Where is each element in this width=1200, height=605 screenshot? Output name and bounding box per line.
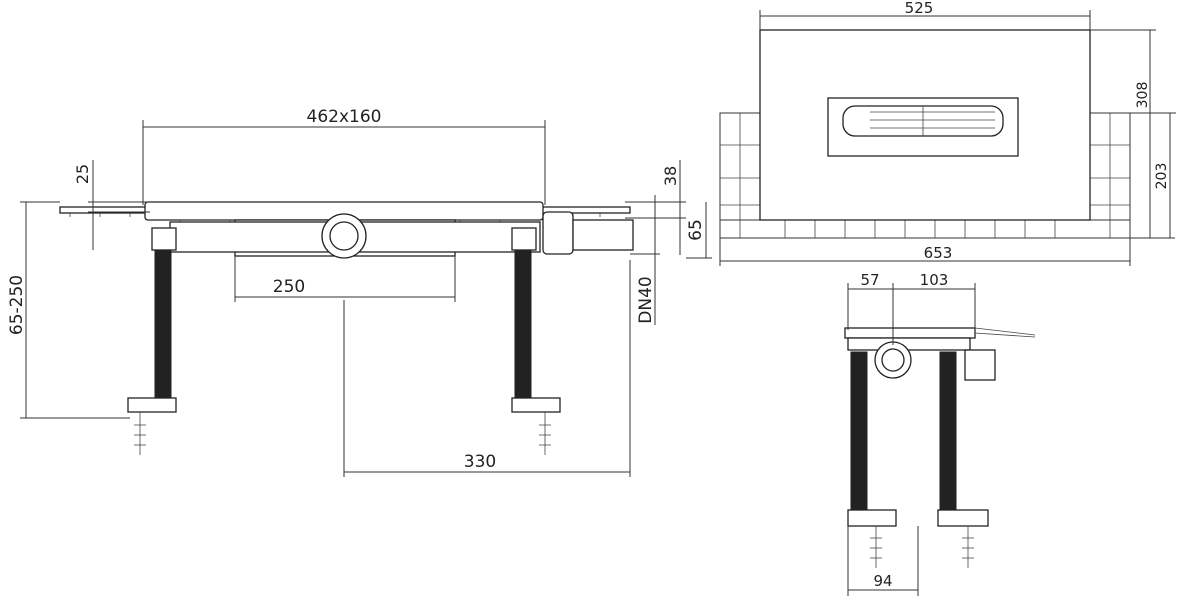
right-leg-clamp xyxy=(511,227,537,251)
front-view: 462x160 25 65-250 250 330 38 65 DN4 xyxy=(7,107,712,477)
inner-height-dimension-label: 203 xyxy=(1154,163,1170,190)
overall-width-dimension-label: 653 xyxy=(924,244,953,262)
right-leg xyxy=(514,249,532,401)
side-outlet xyxy=(542,211,574,255)
top-height-dimension-label: 308 xyxy=(1135,82,1151,109)
depth-dimension-label: 38 xyxy=(661,166,680,186)
right-foot xyxy=(511,397,561,413)
height-dimension-label: 65-250 xyxy=(7,275,27,335)
left-leg-clamp xyxy=(151,227,177,251)
top-width-dimension-label: 525 xyxy=(905,0,934,17)
right-anchor xyxy=(539,412,551,455)
grate-dimension-label: 25 xyxy=(73,164,92,184)
tile-surround xyxy=(719,112,1131,239)
outlet-dimension-label: 330 xyxy=(464,452,496,472)
side-view: 57 103 94 xyxy=(844,271,1036,596)
side-channel xyxy=(847,337,971,351)
left-leg xyxy=(154,249,172,401)
side-right-leg xyxy=(939,351,957,513)
side-right-foot xyxy=(937,509,989,527)
outlet-pipe xyxy=(329,221,359,251)
pipe-dimension-label: DN40 xyxy=(636,276,656,323)
side-outlet-pipe xyxy=(881,348,905,372)
channel-dimension-label: 250 xyxy=(273,277,305,297)
left-foot xyxy=(127,397,177,413)
top-view: 525 653 308 203 xyxy=(719,0,1176,266)
outlet-height-dimension-label: 65 xyxy=(686,219,706,241)
side-left-anchor xyxy=(870,526,882,568)
offset-dimension-label: 57 xyxy=(860,271,879,289)
side-left-foot xyxy=(847,509,897,527)
left-anchor xyxy=(134,412,146,455)
width-dimension-label: 462x160 xyxy=(307,107,382,127)
side-grate xyxy=(844,327,976,339)
side-connector xyxy=(964,349,996,381)
outlet-offset-dimension-label: 103 xyxy=(920,271,949,289)
side-left-leg xyxy=(850,351,868,513)
side-outlet-pipe xyxy=(572,219,634,251)
base-dimension-label: 94 xyxy=(873,572,892,590)
side-right-anchor xyxy=(962,526,974,568)
